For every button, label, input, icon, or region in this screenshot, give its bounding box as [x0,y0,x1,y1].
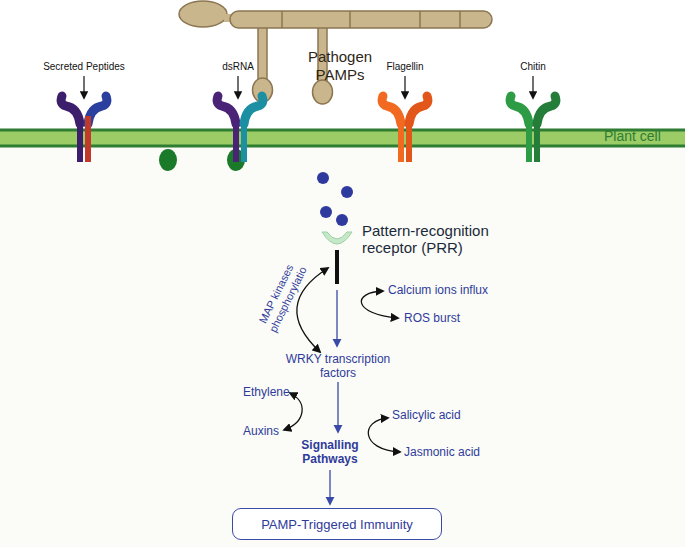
pamp-label: Secreted Peptides [29,61,139,73]
ligand-dots [317,172,353,226]
cell-interior [0,146,685,547]
node-text: Pathogen PAMPs [295,48,385,84]
hormone-label: Salicylic acid [392,409,492,423]
response-label: Calcium ions influx [388,284,518,298]
response-label: ROS burst [404,312,494,326]
pathogen-hypha [179,1,492,104]
cell-label: Plant cell [604,128,684,144]
membrane-protein [159,149,177,171]
pointer-arrows [84,76,533,98]
pamp-label: Chitin [478,61,588,73]
hormone-label: Jasmonic acid [404,446,504,460]
receptor-symbol [61,96,107,162]
factor-label: WRKY transcription factors [283,353,393,381]
immunity-box: PAMP-Triggered Immunity [232,508,442,540]
pathogen-node: Pathogen PAMPs [295,44,385,88]
prr-symbol [322,232,352,244]
node-text: PAMP-Triggered Immunity [261,517,413,532]
receptor-symbol [217,96,263,162]
pathway-label: Signalling Pathways [285,439,375,467]
pamp-label: Flagellin [350,61,460,73]
plasma-membrane [0,130,685,146]
receptor-label: Pattern-recognition receptor (PRR) [362,222,522,257]
receptor-symbol [510,96,556,162]
pamp-label: dsRNA [183,61,293,73]
pathway-arrows [284,268,400,504]
hormone-label: Ethylene [243,386,313,400]
prr-stem [335,250,339,284]
hormone-label: Auxins [243,425,313,439]
receptor-symbol [382,96,428,162]
